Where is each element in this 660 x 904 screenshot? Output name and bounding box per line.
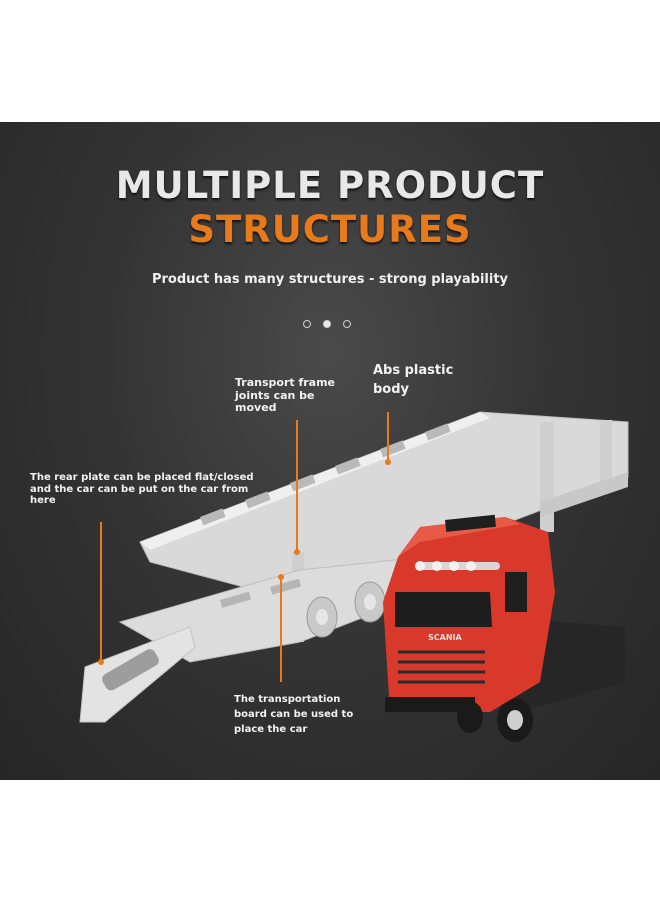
annotation-abs-body: Abs plastic body [373, 363, 454, 397]
carousel-dot-1[interactable] [303, 320, 311, 328]
annotation-frame-joints: Transport frame joints can be moved [235, 376, 336, 415]
carousel-dots [303, 320, 363, 330]
subtitle: Product has many structures - strong pla… [151, 272, 509, 287]
truck-brand-badge: SCANIA [428, 633, 462, 642]
title-line-1: MULTIPLE PRODUCT [115, 164, 545, 207]
truck-cab: SCANIA [383, 514, 625, 742]
carousel-dot-2[interactable] [323, 320, 331, 328]
carousel-dot-3[interactable] [343, 320, 351, 328]
truck-illustration: SCANIA [79, 411, 629, 742]
product-banner: MULTIPLE PRODUCT STRUCTURES Product has … [0, 122, 660, 780]
annotation-transport-board: The transportation board can be used to … [234, 694, 354, 735]
trailer-upper-deck [139, 411, 629, 603]
annotation-rear-plate: The rear plate can be placed flat/closed… [30, 472, 254, 506]
trailer-lower-deck [79, 551, 481, 723]
title-line-2: STRUCTURES [188, 208, 472, 251]
annotation-leader-lines [100, 412, 389, 682]
